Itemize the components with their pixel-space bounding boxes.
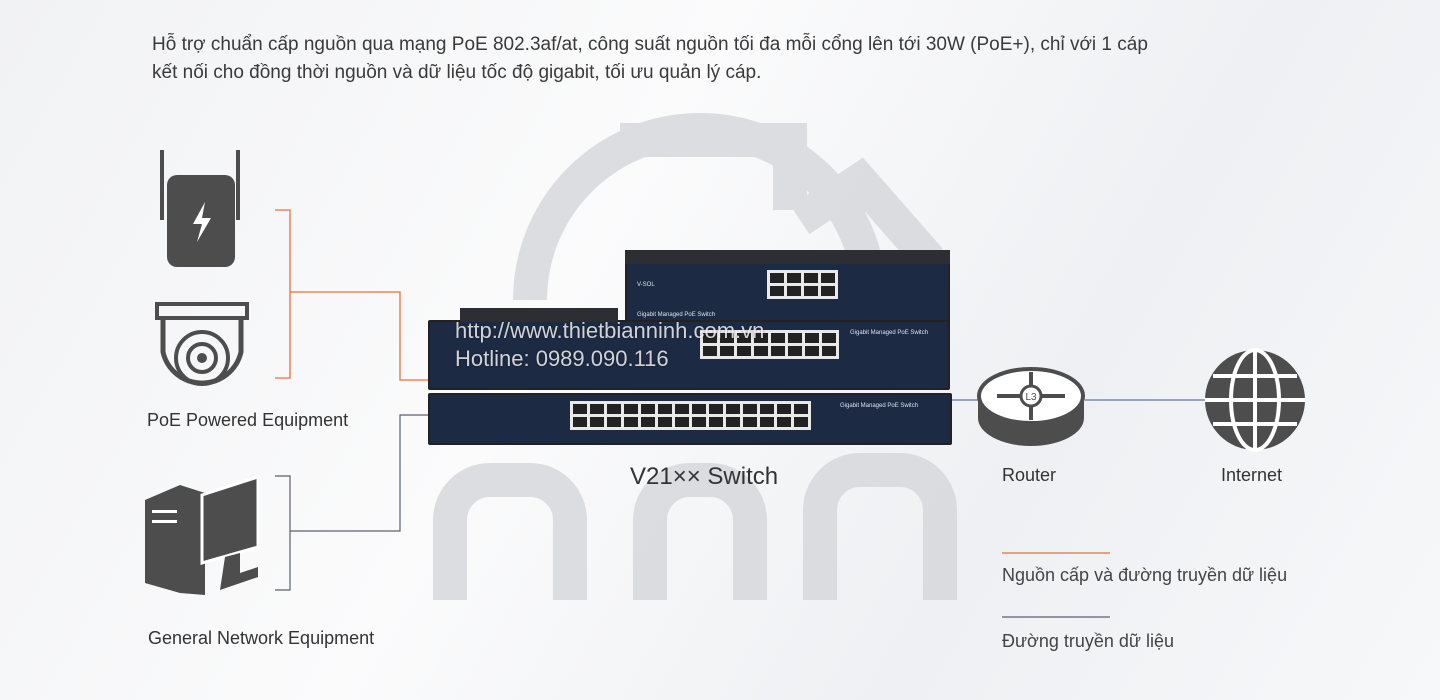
switch-model-text: Gigabit Managed PoE Switch <box>840 403 919 409</box>
power-data-bracket <box>275 209 1110 554</box>
access-point-icon <box>160 150 240 267</box>
switch-bottom: Gigabit Managed PoE Switch <box>428 393 952 445</box>
watermark-hotline: Hotline: 0989.090.116 <box>455 346 669 371</box>
internet-label: Internet <box>1221 465 1283 485</box>
switch-top: V-SOL Gigabit Managed PoE Switch <box>625 250 950 330</box>
dome-camera-icon <box>155 302 249 386</box>
router-icon: L3 <box>977 367 1085 446</box>
gear-watermark-icon <box>433 113 957 600</box>
router-badge: L3 <box>1025 392 1037 403</box>
switch-label: V21×× Switch <box>630 463 779 490</box>
intro-text: Hỗ trợ chuẩn cấp nguồn qua mạng PoE 802.… <box>152 31 1252 87</box>
computer-icon <box>145 475 260 595</box>
globe-icon <box>1205 348 1305 452</box>
legend-power-data-label: Nguồn cấp và đường truyền dữ liệu <box>1002 565 1288 585</box>
poe-equipment-label: PoE Powered Equipment <box>147 410 349 430</box>
router-label: Router <box>1002 465 1057 485</box>
general-equipment-label: General Network Equipment <box>148 628 375 648</box>
switch-model-text: Gigabit Managed PoE Switch <box>850 330 929 336</box>
intro-line-2: kết nối cho đồng thời nguồn và dữ liệu t… <box>152 62 762 83</box>
data-bracket <box>275 414 1110 618</box>
switch-brand: V-SOL <box>637 282 655 288</box>
switch-middle: Gigabit Managed PoE Switch <box>428 308 950 390</box>
watermark-url: http://www.thietbianninh.com.vn <box>455 318 765 343</box>
legend-data-label: Đường truyền dữ liệu <box>1002 631 1174 651</box>
switch-model-text: Gigabit Managed PoE Switch <box>637 312 716 318</box>
intro-line-1: Hỗ trợ chuẩn cấp nguồn qua mạng PoE 802.… <box>152 34 1148 55</box>
